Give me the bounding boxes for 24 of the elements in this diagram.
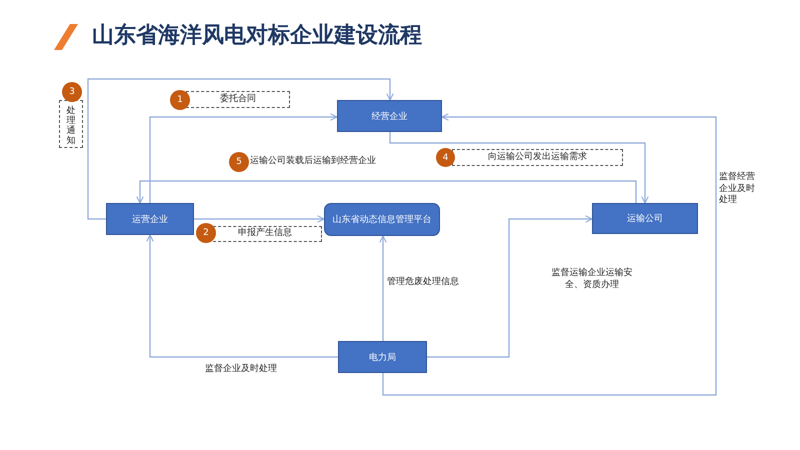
step-number: 1: [170, 90, 190, 110]
arrow: [87, 78, 394, 220]
process-box: 运营企业: [106, 203, 194, 235]
process-box: 电力局: [338, 341, 427, 373]
arrow: [149, 113, 338, 203]
step-number: 2: [196, 223, 216, 243]
arrow: [427, 215, 593, 358]
process-box: 运输公司: [592, 203, 698, 234]
platform-box: 山东省动态信息管理平台: [324, 203, 440, 236]
arrow: [382, 113, 717, 396]
callout-box: 处理通知: [59, 100, 83, 148]
arrow: [194, 215, 325, 223]
arrow: [136, 180, 637, 204]
process-box: 经营企业: [337, 100, 442, 132]
step-number: 4: [436, 148, 455, 167]
step-number: 3: [62, 82, 82, 102]
step-number: 5: [229, 152, 249, 172]
step-label: 运输公司装载后运输到经营企业: [250, 156, 377, 168]
callout-box: 委托合同: [186, 91, 290, 108]
arrow: [379, 235, 387, 341]
callout-box: 向运输公司发出运输需求: [452, 149, 623, 166]
arrow: [389, 132, 649, 204]
page-title: 山东省海洋风电对标企业建设流程: [92, 22, 422, 50]
arrow: [146, 234, 338, 358]
